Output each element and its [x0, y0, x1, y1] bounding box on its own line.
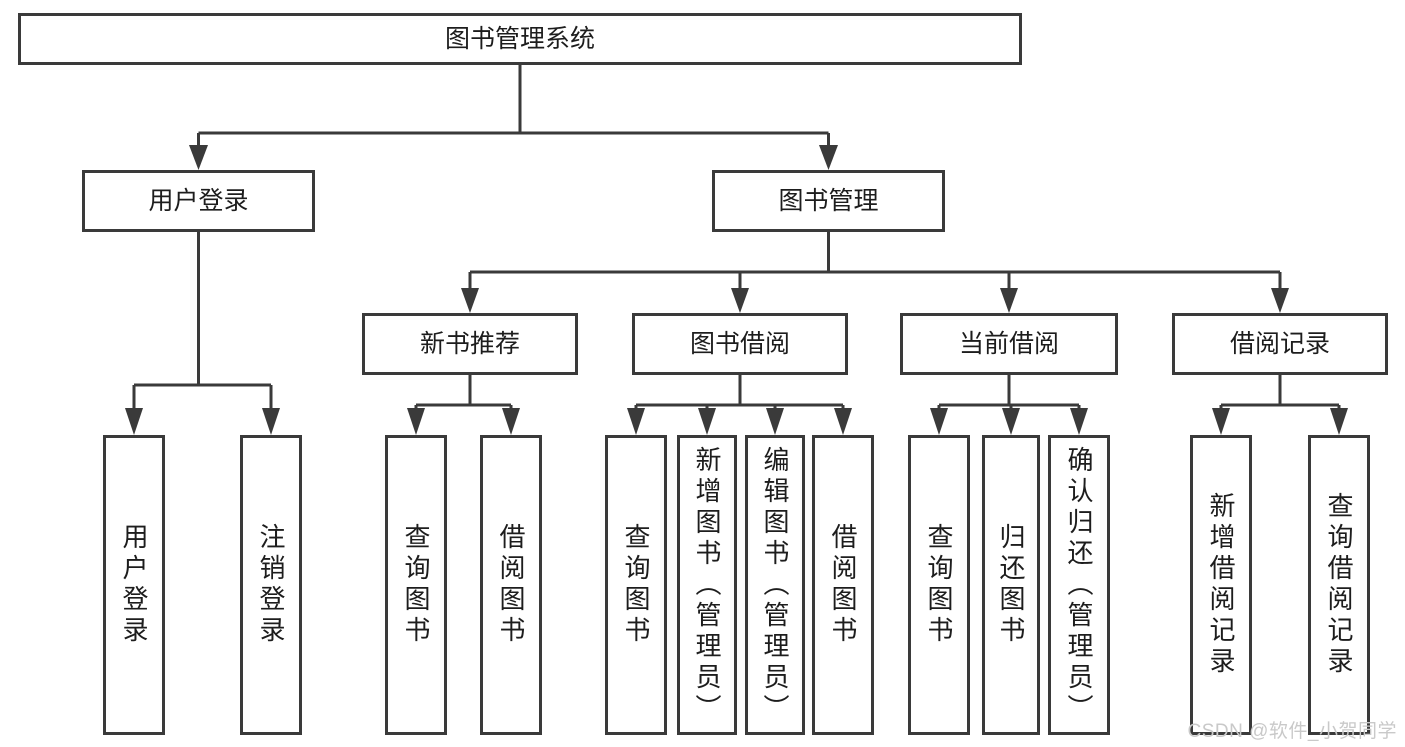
node-leaf-logout-label: 注销登录: [256, 523, 286, 647]
arrow-leaf-query-record: [1330, 408, 1348, 435]
node-book-borrow-label: 图书借阅: [689, 329, 790, 358]
node-leaf-query-record-label: 查询借阅记录: [1324, 492, 1354, 678]
node-leaf-user-login[interactable]: 用户登录: [103, 435, 165, 735]
node-leaf-confirm-return-label: 确认归还（管理员）: [1064, 445, 1094, 725]
arrow-leaf-add-record: [1212, 408, 1230, 435]
node-leaf-borrow-book-label: 借阅图书: [828, 523, 858, 647]
node-leaf-confirm-return[interactable]: 确认归还（管理员）: [1048, 435, 1110, 735]
node-leaf-edit-book-label: 编辑图书（管理员）: [760, 445, 790, 725]
arrow-leaf-add-book: [698, 408, 716, 435]
node-current-borrow-label: 当前借阅: [958, 329, 1059, 358]
node-root-label: 图书管理系统: [444, 24, 595, 53]
arrow-new-book-recommend: [461, 288, 479, 313]
node-leaf-borrow-book-rec[interactable]: 借阅图书: [480, 435, 542, 735]
node-leaf-add-record[interactable]: 新增借阅记录: [1190, 435, 1252, 735]
node-leaf-query-book-borrow[interactable]: 查询图书: [605, 435, 667, 735]
arrow-leaf-query-book-rec: [407, 408, 425, 435]
node-leaf-query-book-cur-label: 查询图书: [924, 523, 954, 647]
arrow-leaf-confirm-return: [1070, 408, 1088, 435]
node-new-book-recommend[interactable]: 新书推荐: [362, 313, 578, 375]
arrow-leaf-user-login: [125, 408, 143, 435]
arrow-leaf-return-book: [1002, 408, 1020, 435]
node-leaf-query-record[interactable]: 查询借阅记录: [1308, 435, 1370, 735]
arrow-user-login: [189, 145, 208, 170]
node-leaf-return-book-label: 归还图书: [996, 523, 1026, 647]
node-leaf-borrow-book-rec-label: 借阅图书: [496, 523, 526, 647]
arrow-leaf-query-book-cur: [930, 408, 948, 435]
arrow-leaf-edit-book: [766, 408, 784, 435]
node-book-manage-label: 图书管理: [778, 186, 879, 215]
node-borrow-record[interactable]: 借阅记录: [1172, 313, 1388, 375]
node-book-manage[interactable]: 图书管理: [712, 170, 945, 232]
node-root[interactable]: 图书管理系统: [18, 13, 1022, 65]
arrow-leaf-logout: [262, 408, 280, 435]
node-leaf-edit-book[interactable]: 编辑图书（管理员）: [745, 435, 805, 735]
node-leaf-user-login-label: 用户登录: [119, 523, 149, 647]
arrow-leaf-query-book-borrow: [627, 408, 645, 435]
node-user-login-label: 用户登录: [148, 186, 249, 215]
arrow-leaf-borrow-book-rec: [502, 408, 520, 435]
arrow-book-borrow: [731, 288, 749, 313]
node-leaf-borrow-book[interactable]: 借阅图书: [812, 435, 874, 735]
node-current-borrow[interactable]: 当前借阅: [900, 313, 1118, 375]
arrow-leaf-borrow-book: [834, 408, 852, 435]
node-leaf-add-record-label: 新增借阅记录: [1206, 492, 1236, 678]
node-leaf-return-book[interactable]: 归还图书: [982, 435, 1040, 735]
node-leaf-add-book-label: 新增图书（管理员）: [692, 445, 722, 725]
csdn-watermark: CSDN @软件_小贺同学: [1187, 721, 1397, 742]
node-leaf-query-book-rec[interactable]: 查询图书: [385, 435, 447, 735]
node-new-book-recommend-label: 新书推荐: [419, 329, 520, 358]
node-borrow-record-label: 借阅记录: [1229, 329, 1330, 358]
arrow-borrow-record: [1271, 288, 1289, 313]
node-book-borrow[interactable]: 图书借阅: [632, 313, 848, 375]
node-leaf-query-book-cur[interactable]: 查询图书: [908, 435, 970, 735]
node-leaf-add-book[interactable]: 新增图书（管理员）: [677, 435, 737, 735]
arrow-book-manage: [819, 145, 838, 170]
node-user-login[interactable]: 用户登录: [82, 170, 315, 232]
node-leaf-logout[interactable]: 注销登录: [240, 435, 302, 735]
arrow-current-borrow: [1000, 288, 1018, 313]
node-leaf-query-book-rec-label: 查询图书: [401, 523, 431, 647]
node-leaf-query-book-borrow-label: 查询图书: [621, 523, 651, 647]
